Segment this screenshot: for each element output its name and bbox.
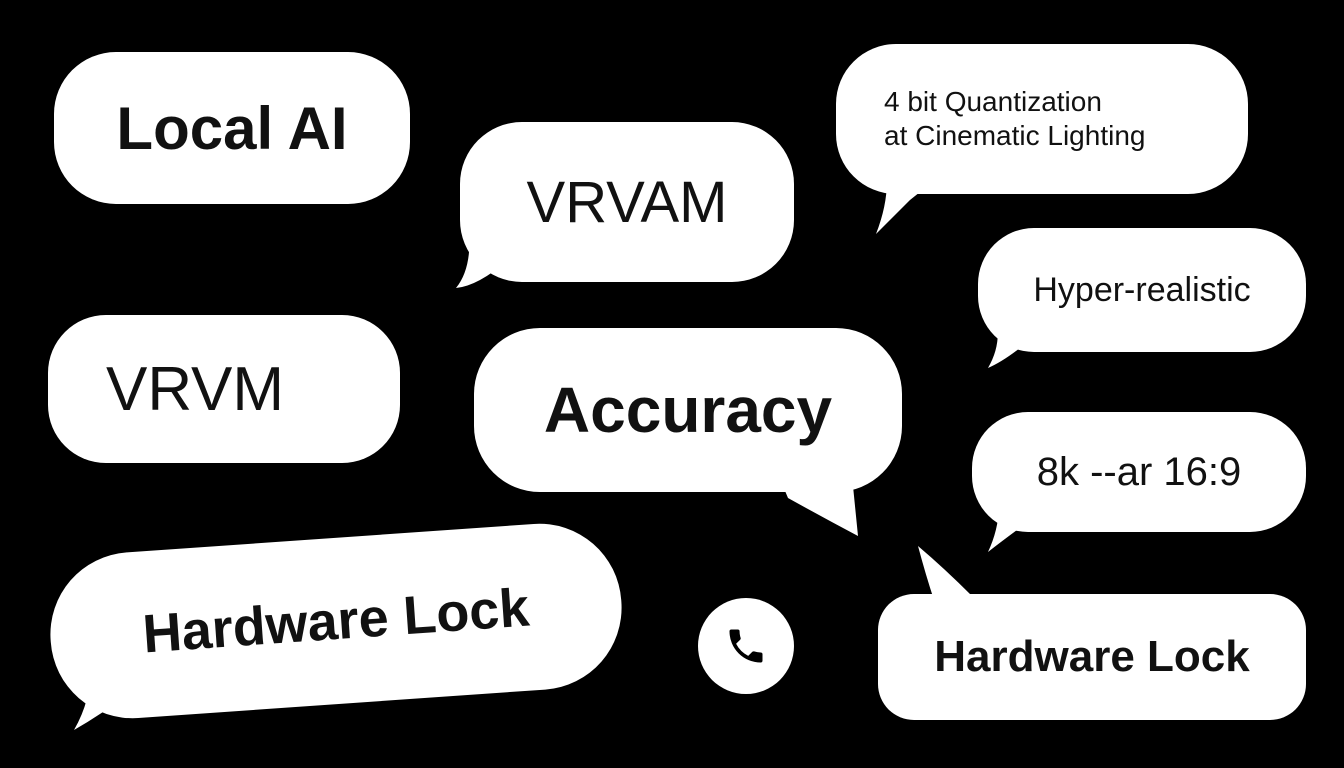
call-button[interactable] — [698, 598, 794, 694]
bubble-text-quantization-line2: at Cinematic Lighting — [884, 120, 1146, 151]
bubble-text-hardware-lock-right: Hardware Lock — [934, 632, 1250, 681]
bubble-hardware-lock-left: Hardware Lock — [44, 518, 628, 724]
bubble-text-accuracy: Accuracy — [543, 374, 833, 446]
phone-icon — [729, 629, 763, 663]
bubble-text-hardware-lock-left: Hardware Lock — [140, 577, 532, 665]
bubble-vrvam: VRVAM — [460, 122, 794, 282]
bubble-vrvm: VRVM — [48, 315, 400, 463]
bubble-text-quantization-line1: 4 bit Quantization — [884, 86, 1102, 117]
bubble-tail-hardware-lock-right — [918, 546, 972, 600]
bubble-hardware-lock-right: Hardware Lock — [878, 594, 1306, 720]
bubble-text-hyper-realistic: Hyper-realistic — [1033, 270, 1251, 309]
bubble-aspect-ratio: 8k --ar 16:9 — [972, 412, 1306, 532]
bubble-text-aspect-ratio: 8k --ar 16:9 — [1036, 449, 1242, 494]
bubble-text-vrvam: VRVAM — [526, 169, 728, 235]
bubble-hyper-realistic: Hyper-realistic — [978, 228, 1306, 352]
bubble-quantization: 4 bit Quantization at Cinematic Lighting — [836, 44, 1248, 194]
bubble-text-local-ai: Local AI — [116, 94, 348, 162]
bubble-local-ai: Local AI — [54, 52, 410, 204]
bubble-accuracy: Accuracy — [474, 328, 902, 492]
bubble-text-vrvm: VRVM — [106, 354, 285, 424]
